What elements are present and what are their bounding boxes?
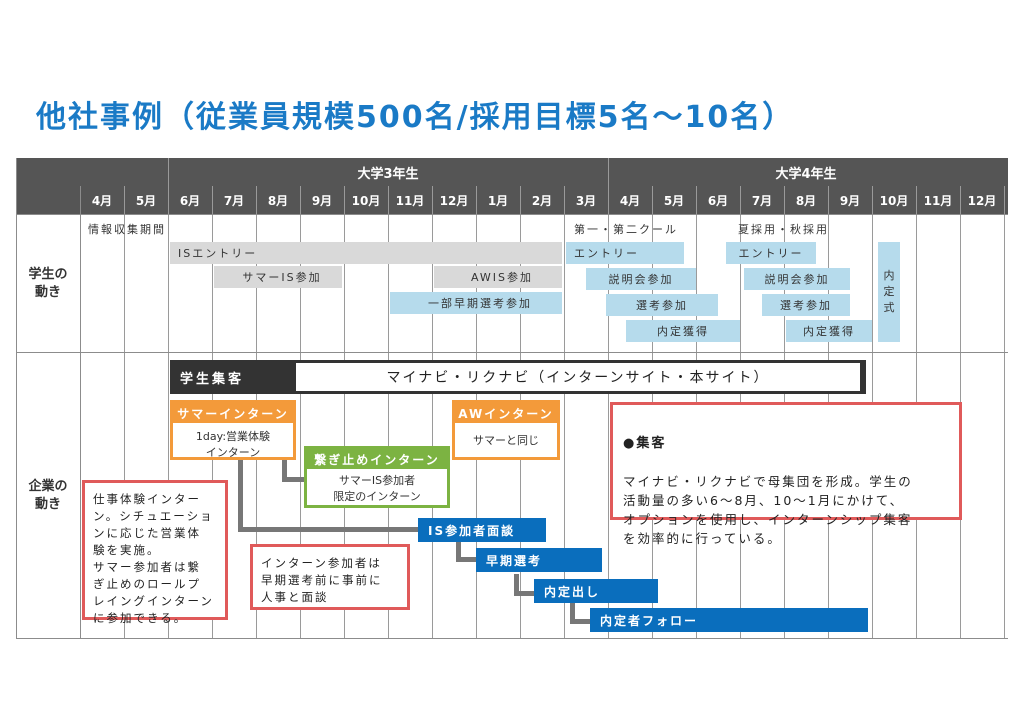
student-bar: サマーIS参加 bbox=[214, 266, 342, 288]
connector-summer-right bbox=[282, 477, 304, 482]
connector-flow-2 bbox=[514, 574, 519, 596]
connector-flow-3h bbox=[570, 619, 590, 624]
month-header: 3月 bbox=[564, 186, 608, 214]
student-bar: エントリー bbox=[726, 242, 816, 264]
aw-intern-head: AWインターン bbox=[455, 403, 557, 423]
gather-bar: 学生集客 マイナビ・リクナビ（インターンサイト・本サイト） bbox=[170, 360, 866, 394]
student-row-label: 学生の 動き bbox=[28, 267, 68, 300]
month-header: 9月 bbox=[300, 186, 344, 214]
student-bar: 一部早期選考参加 bbox=[390, 292, 562, 314]
flow-step-follow: 内定者フォロー bbox=[590, 608, 868, 632]
note-gather-head: ●集客 bbox=[623, 436, 667, 451]
student-bar: 選考参加 bbox=[606, 294, 718, 316]
month-header: 12月 bbox=[960, 186, 1004, 214]
summer-intern-body: 1day:営業体験 インターン bbox=[195, 430, 271, 459]
note-gather: ●集客 マイナビ・リクナビで母集団を形成。学生の 活動量の多い6〜8月、10〜1… bbox=[610, 402, 962, 546]
year-header-3: 大学3年生 bbox=[168, 158, 608, 186]
year-header-4: 大学4年生 bbox=[608, 158, 1004, 186]
connector-flow-1 bbox=[456, 540, 461, 562]
student-bar: 選考参加 bbox=[762, 294, 850, 316]
connector-flow-1h bbox=[456, 557, 476, 562]
month-header: 4月 bbox=[80, 186, 124, 214]
month-header: 2月 bbox=[520, 186, 564, 214]
month-header: 1月 bbox=[476, 186, 520, 214]
month-header: 12月 bbox=[432, 186, 476, 214]
grid-column-line bbox=[80, 186, 81, 638]
grid-column-line bbox=[564, 186, 565, 638]
grid-column-line bbox=[608, 158, 609, 638]
month-header: 9月 bbox=[828, 186, 872, 214]
grid-column-line bbox=[300, 186, 301, 638]
connector-flow-3 bbox=[570, 602, 575, 624]
month-header: 8月 bbox=[784, 186, 828, 214]
student-bar: AWIS参加 bbox=[434, 266, 562, 288]
note-intern-detail: 仕事体験インター ン。シチュエーショ ンに応じた営業体 験を実施。 サマー参加者… bbox=[82, 480, 228, 625]
grid-column-line bbox=[124, 186, 125, 638]
month-header: 7月 bbox=[212, 186, 256, 214]
gather-text: マイナビ・リクナビ（インターンサイト・本サイト） bbox=[296, 363, 860, 391]
flow-step-early-selection: 早期選考 bbox=[476, 548, 602, 572]
tsunagi-intern-box: 繋ぎ止めインターン サマーIS参加者 限定のインターン bbox=[304, 446, 450, 508]
student-bar: エントリー bbox=[566, 242, 684, 264]
grid-column-line bbox=[344, 186, 345, 638]
aw-intern-box: AWインターン サマーと同じ bbox=[452, 400, 560, 460]
student-bar: 説明会参加 bbox=[744, 268, 850, 290]
grid-column-line bbox=[168, 158, 169, 638]
month-header: 11月 bbox=[916, 186, 960, 214]
student-bar: 夏採用・秋採用 bbox=[738, 223, 829, 236]
month-header: 8月 bbox=[256, 186, 300, 214]
connector-main-right bbox=[238, 527, 418, 532]
grid-column-line bbox=[432, 186, 433, 638]
month-header: 7月 bbox=[740, 186, 784, 214]
connector-flow-2h bbox=[514, 591, 534, 596]
page-title: 他社事例（従業員規模500名/採用目標5名〜10名） bbox=[36, 100, 795, 135]
month-header: 6月 bbox=[696, 186, 740, 214]
month-header: 11月 bbox=[388, 186, 432, 214]
student-bar: ISエントリー bbox=[170, 242, 562, 264]
gather-label: 学生集客 bbox=[180, 371, 245, 387]
student-bar: 第一・第二クール bbox=[574, 223, 678, 236]
student-bar: 内定獲得 bbox=[626, 320, 740, 342]
grid-header-bottom bbox=[16, 214, 1008, 215]
month-header: 4月 bbox=[608, 186, 652, 214]
aw-intern-body: サマーと同じ bbox=[473, 434, 539, 447]
grid-bottom-border bbox=[16, 638, 1008, 639]
tsunagi-intern-body: サマーIS参加者 限定のインターン bbox=[333, 474, 421, 503]
grid-row-divider bbox=[16, 352, 1008, 353]
summer-intern-head: サマーインターン bbox=[173, 403, 293, 423]
month-header: 5月 bbox=[652, 186, 696, 214]
month-header: 5月 bbox=[124, 186, 168, 214]
grid-column-line bbox=[1004, 186, 1005, 638]
connector-main-down bbox=[238, 460, 243, 532]
summer-intern-box: サマーインターン 1day:営業体験 インターン bbox=[170, 400, 296, 460]
month-header: 10月 bbox=[872, 186, 916, 214]
note-interview: インターン参加者は 早期選考前に事前に 人事と面談 bbox=[250, 544, 410, 610]
flow-step-offer: 内定出し bbox=[534, 579, 658, 603]
grid-left-border bbox=[16, 158, 17, 638]
month-header: 10月 bbox=[344, 186, 388, 214]
connector-summer-down bbox=[282, 460, 287, 482]
note-gather-body: マイナビ・リクナビで母集団を形成。学生の 活動量の多い6〜8月、10〜1月にかけ… bbox=[623, 474, 913, 546]
student-bar-vertical: 内 定 式 bbox=[878, 242, 900, 342]
grid-column-line bbox=[388, 186, 389, 638]
company-row-label: 企業の 動き bbox=[28, 479, 68, 512]
month-header: 6月 bbox=[168, 186, 212, 214]
flow-step-interview: IS参加者面談 bbox=[418, 518, 546, 542]
student-bar: 説明会参加 bbox=[586, 268, 696, 290]
student-bar: 内定獲得 bbox=[786, 320, 872, 342]
student-bar: 情報収集期間 bbox=[88, 223, 166, 236]
tsunagi-intern-head: 繋ぎ止めインターン bbox=[307, 449, 447, 469]
